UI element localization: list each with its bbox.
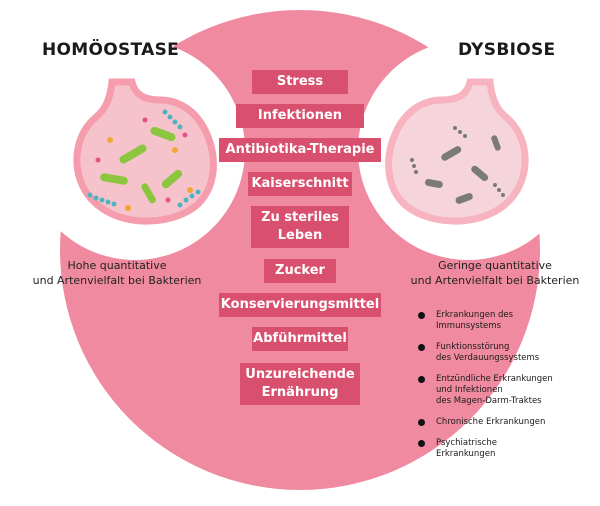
bacterium [491,135,501,151]
consequence-item: Chronische Erkrankungen [418,417,598,428]
caption-homeostasis: Hohe quantitative und Artenvielfalt bei … [32,259,202,287]
factor-infections: Infektionen [236,104,364,128]
bacterium [455,193,473,204]
bacteria-chain [410,158,418,174]
bacteria-chain [453,126,467,138]
factor-antibiotics: Antibiotika-Therapie [219,138,381,162]
factor-poor-nutrition: Unzureichende Ernährung [240,363,360,405]
bacterium [142,117,148,123]
factor-sugar: Zucker [264,259,336,283]
bullet-icon [418,344,425,351]
bullet-icon [418,419,425,426]
bacterium [471,165,489,182]
bacteria-chain [177,189,201,208]
bullet-icon [418,440,425,447]
healthy-stomach-outline [73,78,217,225]
factor-stress: Stress [252,70,348,94]
bacteria-chain [162,109,183,130]
healthy-stomach [73,78,217,225]
consequence-text: Entzündliche Erkrankungen und Infektione… [436,374,553,406]
bacterium [125,205,131,211]
heading-homeostasis: HOMÖOSTASE [42,40,180,60]
consequence-item: Erkrankungen des Immunsystems [418,310,598,332]
bacterium [107,137,113,143]
consequence-text: Erkrankungen des Immunsystems [436,310,514,331]
bullet-icon [418,376,425,383]
factor-laxatives: Abführmittel [252,327,348,351]
heading-dysbiosis: DYSBIOSE [458,40,556,60]
consequence-item: Psychiatrische Erkrankungen [418,438,598,460]
bacterium [187,187,193,193]
factor-preservatives: Konservierungsmittel [219,293,381,317]
bacterium [95,157,101,163]
consequence-text: Funktionsstörung des Verdauungssystems [436,342,540,363]
bullet-icon [418,312,425,319]
bacterium [441,146,462,161]
bacterium [141,183,156,204]
factor-c-section: Kaiserschnitt [248,172,352,196]
consequences-list: Erkrankungen des Immunsystems Funktionss… [418,310,598,470]
caption-dysbiosis: Geringe quantitative und Artenvielfalt b… [410,259,580,287]
bacterium [424,179,443,188]
bacterium [119,144,147,164]
consequence-item: Entzündliche Erkrankungen und Infektione… [418,374,598,407]
factor-too-sterile: Zu steriles Leben [251,206,349,248]
bacterium [172,147,178,153]
consequence-text: Chronische Erkrankungen [436,417,546,427]
bacterium [161,169,183,189]
bacterium [100,173,128,185]
dysbiosis-stomach [385,78,529,225]
consequence-text: Psychiatrische Erkrankungen [436,438,497,459]
bacterium [182,132,188,138]
healthy-bacteria [87,109,201,211]
dysbiosis-bacteria [410,126,505,204]
consequence-item: Funktionsstörung des Verdauungssystems [418,342,598,364]
bacteria-chain [493,183,505,197]
bacteria-chain [87,192,117,207]
bacterium [165,197,171,203]
bacterium [150,126,176,142]
